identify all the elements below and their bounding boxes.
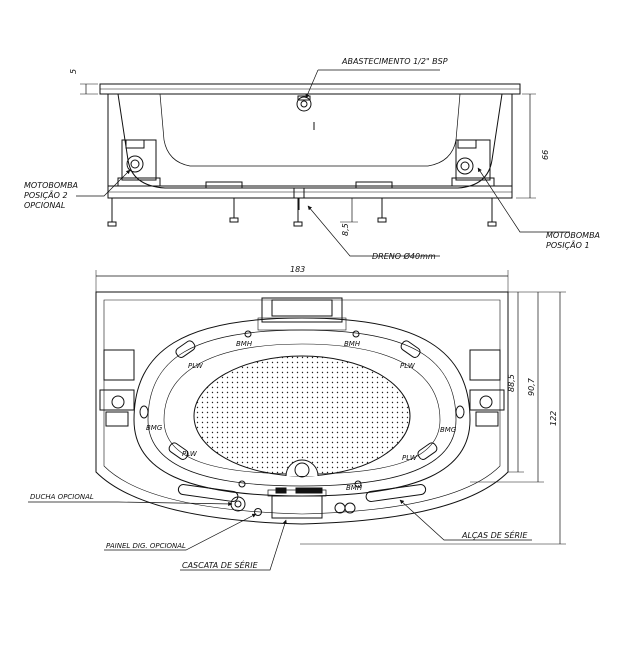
- dim-8-5: 8,5: [341, 223, 350, 236]
- label-painel: PAINEL DIG. OPCIONAL: [106, 542, 186, 550]
- drain: [293, 187, 305, 210]
- label-motobomba-2-line3: OPCIONAL: [24, 201, 65, 210]
- label-plw-bottom-left: PLW: [182, 450, 198, 458]
- pump-left: [117, 139, 161, 187]
- label-bmh-right: BMH: [344, 340, 361, 348]
- cascade-housing: [261, 297, 343, 323]
- label-plw-bottom-right: PLW: [402, 454, 418, 462]
- label-bmg-right: BMG: [440, 426, 457, 434]
- panel-controls: [275, 487, 356, 514]
- label-motobomba-2-line1: MOTOBOMBA: [24, 181, 78, 190]
- shower-control: [230, 496, 262, 516]
- label-plw-top-right: PLW: [400, 362, 416, 370]
- handle-right: [365, 484, 427, 502]
- dim-66: 66: [541, 150, 550, 160]
- side-view: [76, 69, 570, 257]
- pump-left-top: [99, 349, 135, 427]
- label-motobomba-1-line1: MOTOBOMBA: [546, 231, 600, 240]
- supply-valve: [296, 95, 315, 130]
- label-bmh-left: BMH: [236, 340, 253, 348]
- label-plw-top-left: PLW: [188, 362, 204, 370]
- label-abastecimento: ABASTECIMENTO 1/2" BSP: [341, 57, 448, 66]
- feet: [107, 198, 497, 227]
- label-motobomba-2-line2: POSIÇÃO 2: [24, 190, 68, 200]
- label-bmh-bottom: BMH: [346, 484, 363, 492]
- label-cascata: CASCATA DE SÉRIE: [182, 559, 259, 570]
- label-bmg-left: BMG: [146, 424, 163, 432]
- textured-floor: [193, 355, 411, 477]
- dim-122: 122: [549, 411, 558, 426]
- pump-right-top: [469, 349, 505, 427]
- dim-5: 5: [69, 69, 78, 74]
- pump-right: [451, 139, 495, 187]
- label-ducha: DUCHA OPCIONAL: [30, 493, 94, 501]
- handle-left: [177, 484, 239, 502]
- dim-88-5: 88,5: [507, 374, 516, 392]
- label-alcas: ALÇAS DE SÉRIE: [461, 529, 528, 540]
- tub-body: [117, 93, 503, 189]
- dim-183: 183: [290, 265, 305, 274]
- top-view: [28, 270, 566, 571]
- label-dreno: DRENO Ø40mm: [372, 251, 436, 261]
- dim-90-7: 90,7: [527, 377, 536, 396]
- label-motobomba-1-line2: POSIÇÃO 1: [546, 240, 590, 250]
- tub-outline: [95, 291, 509, 525]
- cascade-outlet: [271, 495, 323, 519]
